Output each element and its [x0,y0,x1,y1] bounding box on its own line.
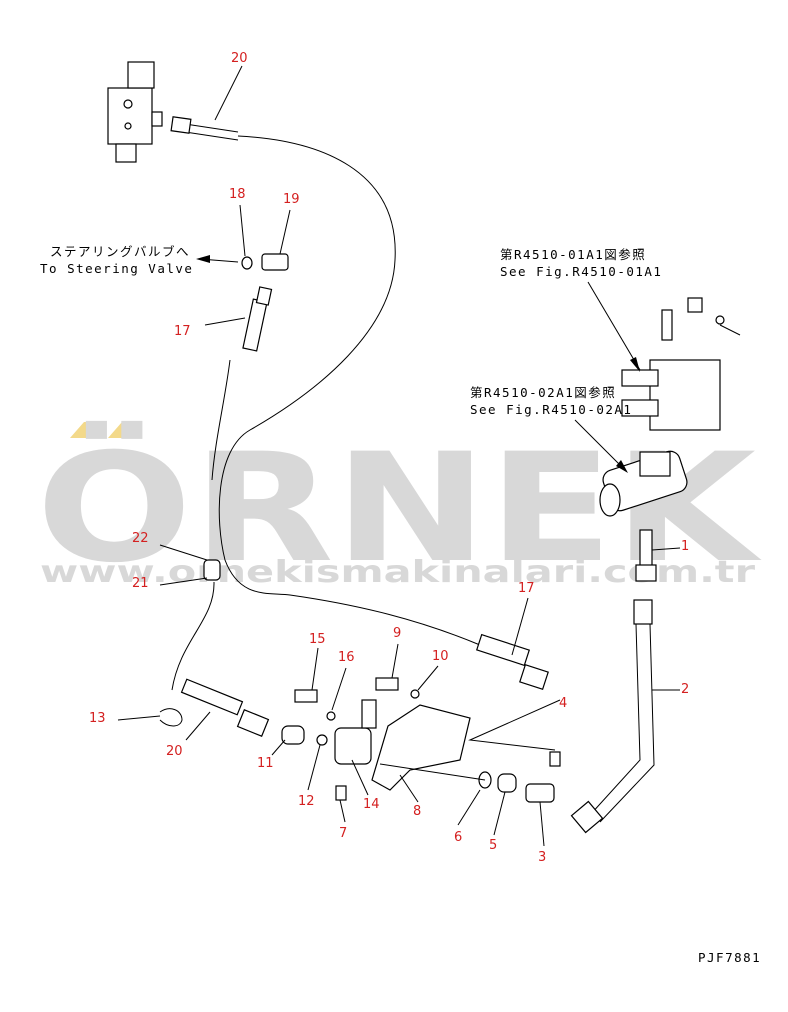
note-fig1-jp: 第R4510-01A1図参照 [500,247,646,262]
callout: 5 [489,838,497,853]
callout: 4 [559,696,567,711]
note-steering-en: To Steering Valve [40,261,193,276]
callout: 22 [132,531,149,546]
callout: 17 [518,581,535,596]
callout: 18 [229,187,246,202]
watermark: ÖRNEK www.ornekismakinalari.com.tr [36,420,762,596]
callout: 14 [363,797,380,812]
callouts: 20 18 19 17 22 21 17 1 2 15 16 9 10 4 13… [89,51,689,865]
callout: 1 [681,539,689,554]
note-fig2-en: See Fig.R4510-02A1 [470,402,632,417]
drawing-code: PJF7881 [698,950,761,965]
note-steering-jp: ステアリングバルブへ [50,244,190,259]
callout: 15 [309,632,326,647]
note-fig2-jp: 第R4510-02A1図参照 [470,385,616,400]
callout: 20 [166,744,183,759]
callout: 13 [89,711,106,726]
callout: 12 [298,794,315,809]
callout: 17 [174,324,191,339]
note-fig1-en: See Fig.R4510-01A1 [500,264,662,279]
line-art [107,61,741,847]
callout: 8 [413,804,421,819]
callout: 19 [283,192,300,207]
callout: 20 [231,51,248,66]
callout: 6 [454,830,462,845]
callout: 16 [338,650,355,665]
callout: 3 [538,850,546,865]
valve-assembly [107,61,163,163]
callout: 2 [681,682,689,697]
bracket-assembly [621,297,741,431]
callout: 11 [257,756,274,771]
callout: 7 [339,826,347,841]
callout: 10 [432,649,449,664]
callout: 21 [132,576,149,591]
notes: ステアリングバルブへ To Steering Valve 第R4510-01A1… [40,244,761,965]
callout: 9 [393,626,401,641]
